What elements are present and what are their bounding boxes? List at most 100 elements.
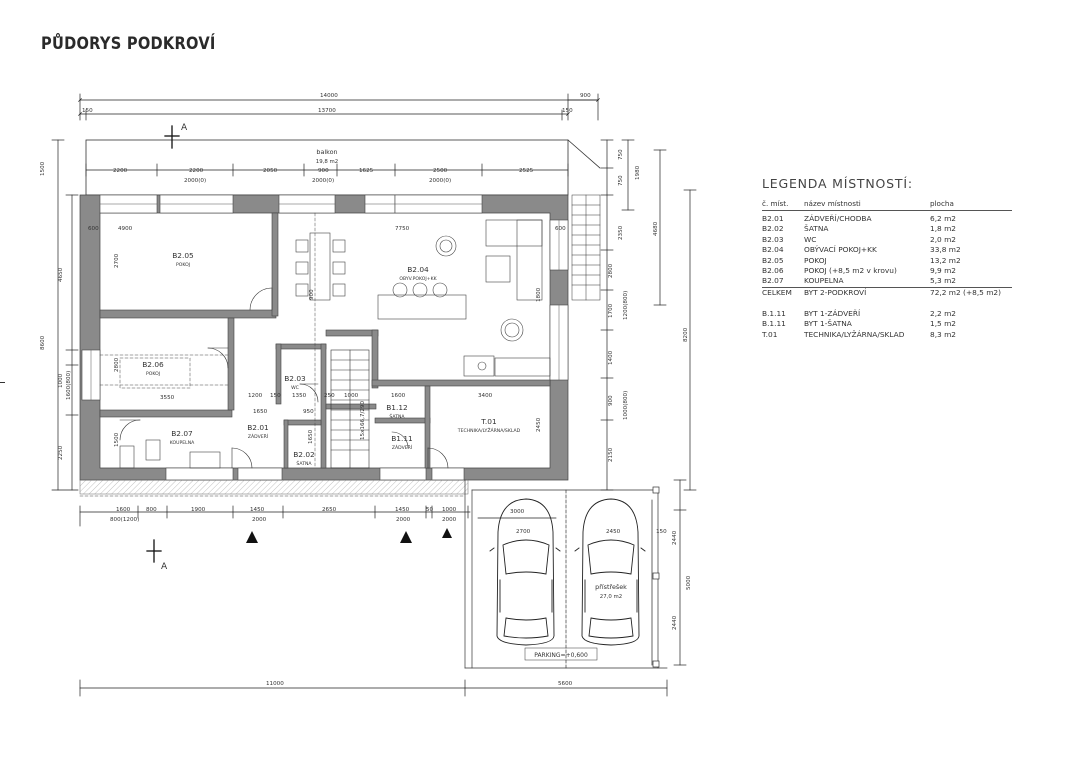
section-marks bbox=[146, 125, 180, 563]
dim-in-15: 1500 bbox=[114, 432, 120, 447]
dim-in-7: 1650 bbox=[253, 409, 268, 415]
legend-cell-area: 13,2 m2 bbox=[930, 255, 961, 265]
dim-cp-0: 3000 bbox=[510, 509, 525, 515]
room-b203-name: WC bbox=[291, 385, 299, 391]
dimension-labels: 14000 900 13700 150 150 2200 2200 2050 9… bbox=[82, 93, 667, 687]
stair-label: 15x166,7/290 bbox=[360, 401, 366, 440]
dim-r-4: 1700 bbox=[608, 303, 614, 318]
dim-left-2: 1000 bbox=[58, 373, 64, 388]
legend-total-label: CELKEM bbox=[762, 287, 792, 297]
legend-header-no: č. míst. bbox=[762, 199, 789, 208]
dim-in-9: 1350 bbox=[292, 393, 307, 399]
dim-win-0: 2000(0) bbox=[184, 178, 206, 184]
legend-cell-no: B2.07 bbox=[762, 276, 784, 286]
room-balkon-code: balkon bbox=[316, 148, 337, 156]
dim-in-2: 600 bbox=[88, 226, 99, 232]
legend-cell-name: KOUPELNA bbox=[804, 276, 844, 286]
room-b202-code: B2.02 bbox=[293, 450, 315, 459]
dim-rb-2: 8200 bbox=[683, 327, 689, 342]
legend-row: B2.03 WC 2,0 m2 bbox=[762, 235, 1012, 245]
dim-in-18: 250 bbox=[324, 393, 335, 399]
legend-cell-no: T.01 bbox=[762, 329, 778, 339]
dim-cp-3: 2440 bbox=[672, 530, 678, 545]
furniture bbox=[119, 219, 551, 469]
dim-bot-total: 11000 bbox=[266, 681, 284, 687]
carport bbox=[464, 479, 668, 669]
legend-cell-name: POKOJ bbox=[804, 255, 827, 265]
room-b112-name: ŠATNA bbox=[389, 413, 405, 420]
legend-cell-no: B.1.11 bbox=[762, 308, 786, 318]
staircase bbox=[330, 349, 370, 469]
legend-cell-no: B.1.11 bbox=[762, 319, 786, 329]
room-b207-name: KOUPELNA bbox=[170, 440, 195, 446]
dim-bot-carport: 5600 bbox=[558, 681, 573, 687]
dim-bot-2: 1900 bbox=[191, 507, 206, 513]
dim-in-19: 150 bbox=[270, 393, 281, 399]
room-carport-code: přístřešek bbox=[595, 583, 627, 591]
room-b111-name: ZÁDVEŘÍ bbox=[392, 443, 413, 451]
dim-rw-0: 1200(800) bbox=[623, 291, 629, 320]
dim-r-6: 900 bbox=[608, 395, 614, 406]
room-codes: balkon 19,8 m2 B2.05 POKOJ B2.04 OBYV.PO… bbox=[142, 148, 627, 659]
dim-botl-0: 800(1200) bbox=[110, 517, 139, 523]
legend-title: LEGENDA MÍSTNOSTÍ: bbox=[762, 176, 913, 191]
room-t01-code: T.01 bbox=[480, 417, 497, 426]
dim-in-3: 600 bbox=[555, 226, 566, 232]
legend-header-name: název místnosti bbox=[804, 199, 861, 208]
car-right bbox=[574, 498, 646, 646]
legend-cell-name: BYT 1-ŠATNA bbox=[804, 319, 852, 329]
legend-cell-name: POKOJ (+8,5 m2 v krovu) bbox=[804, 265, 897, 275]
dim-in-4: 2700 bbox=[114, 253, 120, 268]
dim-bot-1: 800 bbox=[146, 507, 157, 513]
section-a-top: A bbox=[181, 123, 188, 133]
legend-cell-name: TECHNIKA/LYŽÁRNA/SKLAD bbox=[804, 329, 905, 339]
room-b111-code: B1.11 bbox=[391, 434, 413, 443]
dim-cp-1: 2700 bbox=[516, 529, 531, 535]
legend-row: B2.05 POKOJ 13,2 m2 bbox=[762, 256, 1012, 266]
legend-cell-name: WC bbox=[804, 234, 817, 244]
legend-row: B2.07 KOUPELNA 5,3 m2 bbox=[762, 276, 1012, 286]
dim-top-right: 900 bbox=[580, 93, 591, 99]
legend-cell-no: B2.03 bbox=[762, 234, 784, 244]
dim-in-6: 3550 bbox=[160, 395, 175, 401]
dim-in-8: 1200 bbox=[248, 393, 263, 399]
dim-top-3: 900 bbox=[318, 168, 329, 174]
dim-150-l: 150 bbox=[82, 108, 93, 114]
legend-cell-no: B2.04 bbox=[762, 245, 784, 255]
legend-cell-no: B2.02 bbox=[762, 224, 784, 234]
legend-total-name: BYT 2-PODKROVÍ bbox=[804, 287, 867, 297]
dim-r-3: 2800 bbox=[608, 263, 614, 278]
legend-cell-no: B2.01 bbox=[762, 214, 784, 223]
dim-r-2: 2350 bbox=[618, 225, 624, 240]
car-left bbox=[489, 498, 561, 646]
dim-in-12: 1000 bbox=[344, 393, 359, 399]
dim-in-22: 900 bbox=[309, 289, 315, 300]
page-title: PŮDORYS PODKROVÍ bbox=[41, 34, 216, 54]
dim-left-4: 2250 bbox=[58, 445, 64, 460]
dim-in-23: 1800 bbox=[536, 287, 542, 302]
dim-top-2: 2050 bbox=[263, 168, 278, 174]
dim-botl-2: 2000 bbox=[396, 517, 411, 523]
dim-in-17: 2450 bbox=[536, 417, 542, 432]
legend-cell-name: BYT 1-ZÁDVEŘÍ bbox=[804, 308, 861, 318]
legend-cell-area: 5,3 m2 bbox=[930, 276, 957, 286]
section-a-bottom: A bbox=[161, 562, 168, 572]
room-b206-name: POKOJ bbox=[146, 371, 160, 377]
room-b201-name: ZÁDVEŘÍ bbox=[248, 432, 269, 440]
room-b205-name: POKOJ bbox=[176, 262, 190, 268]
dim-in-13: 1600 bbox=[391, 393, 406, 399]
legend-cell-no: B2.05 bbox=[762, 255, 784, 265]
dim-cp-2: 2450 bbox=[606, 529, 621, 535]
legend-cell-area: 2,0 m2 bbox=[930, 234, 957, 244]
legend-cell-area: 1,8 m2 bbox=[930, 224, 957, 234]
parking-label: PARKING=+0,600 bbox=[534, 652, 588, 659]
room-b204-code: B2.04 bbox=[407, 265, 429, 274]
door-swings bbox=[119, 287, 449, 469]
dim-in-0: 4900 bbox=[118, 226, 133, 232]
dim-in-10: 950 bbox=[303, 409, 314, 415]
dim-top-1: 2200 bbox=[189, 168, 204, 174]
room-b201-code: B2.01 bbox=[247, 423, 269, 432]
